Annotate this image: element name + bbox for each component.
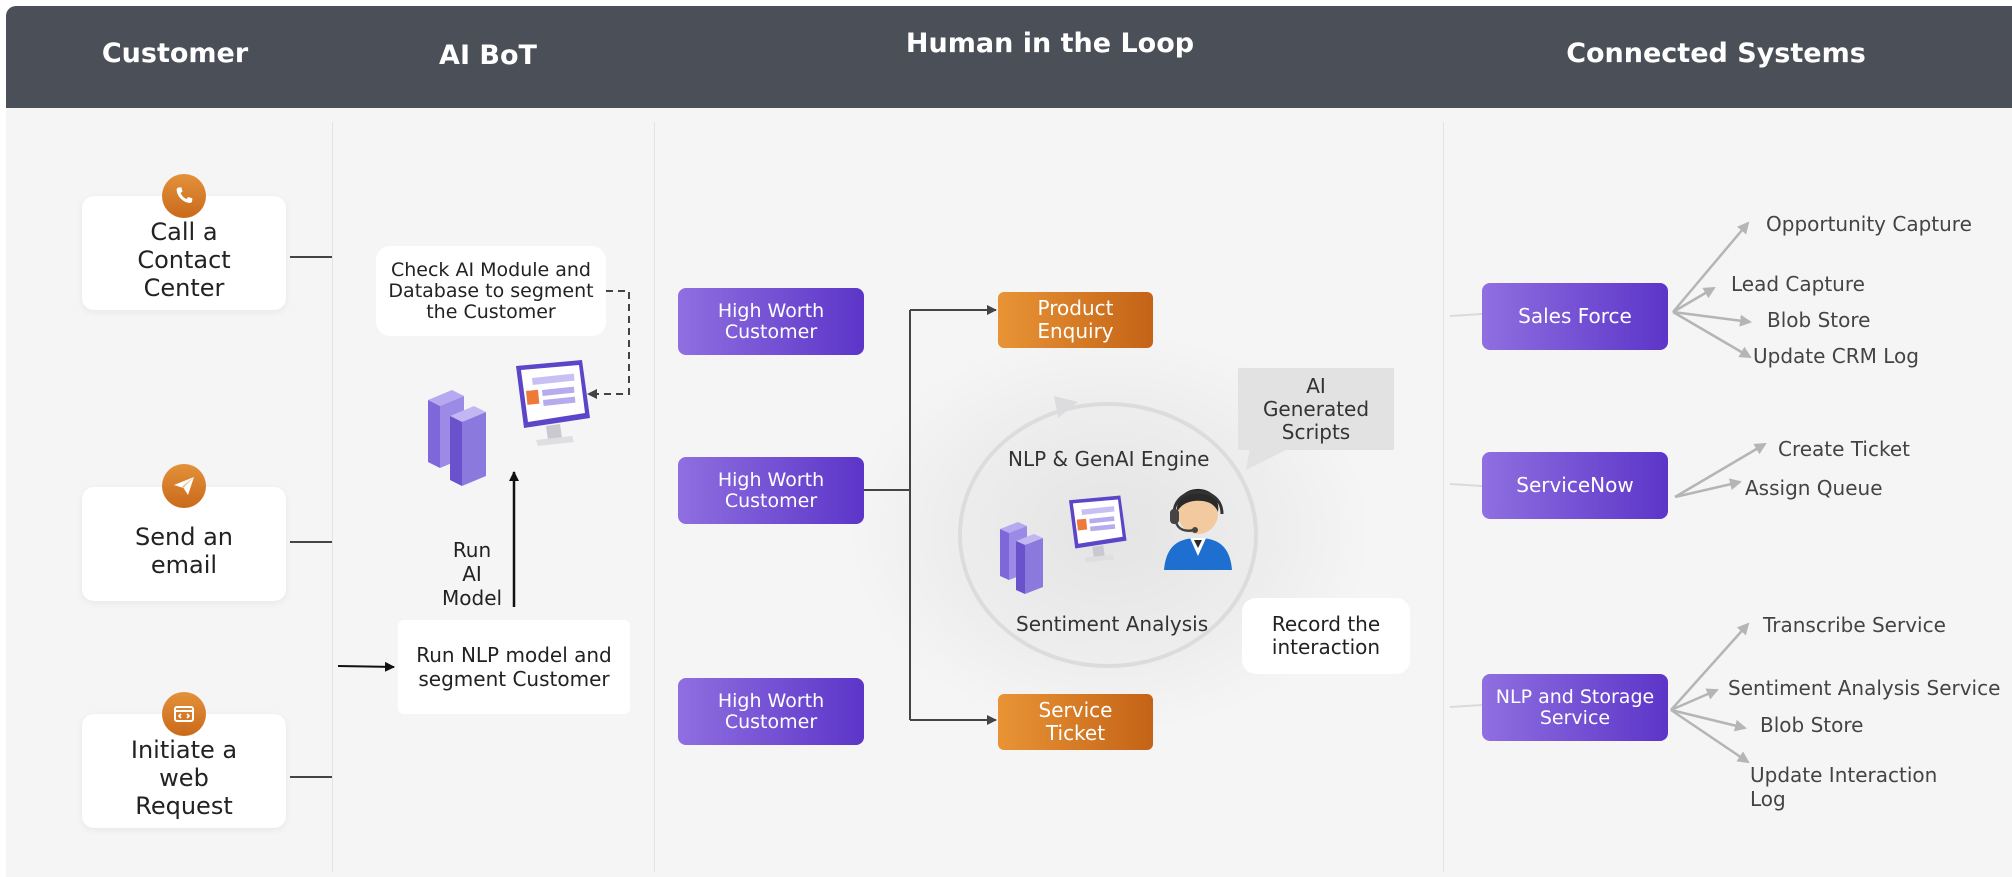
phone-icon xyxy=(162,174,206,218)
output-create-ticket: Create Ticket xyxy=(1778,437,1910,461)
ai-scripts-callout: AI Generated Scripts xyxy=(1238,368,1394,450)
segment-label: High Worth Customer xyxy=(717,468,825,512)
monitor-icon xyxy=(510,358,594,452)
output-transcribe-service: Transcribe Service xyxy=(1763,613,1946,637)
channel-web-label: Initiate a web Request xyxy=(130,736,238,820)
output-blob-store: Blob Store xyxy=(1760,713,1864,737)
system-salesforce[interactable]: Sales Force xyxy=(1482,283,1668,350)
run-nlp-box: Run NLP model and segment Customer xyxy=(398,620,630,714)
output-assign-queue: Assign Queue xyxy=(1745,476,1883,500)
check-ai-module-label: Check AI Module and Database to segment … xyxy=(388,258,594,323)
system-nlp-storage[interactable]: NLP and Storage Service xyxy=(1482,674,1668,741)
record-interaction-note: Record the interaction xyxy=(1242,598,1410,674)
column-divider xyxy=(1443,122,1444,872)
segment-high-worth-1[interactable]: High Worth Customer xyxy=(678,288,864,355)
column-divider xyxy=(332,122,333,872)
output-sentiment-analysis-service: Sentiment Analysis Service xyxy=(1728,676,2001,700)
agent-headset-icon xyxy=(1160,482,1236,576)
channel-call-label: Call a Contact Center xyxy=(137,218,231,302)
record-interaction-label: Record the interaction xyxy=(1271,612,1381,659)
segment-high-worth-2[interactable]: High Worth Customer xyxy=(678,457,864,524)
paper-plane-icon xyxy=(162,464,206,508)
column-divider xyxy=(654,122,655,872)
engine-ring xyxy=(958,402,1258,668)
ai-scripts-label: AI Generated Scripts xyxy=(1262,373,1370,444)
product-enquiry-box[interactable]: Product Enquiry xyxy=(998,292,1153,348)
engine-title: NLP & GenAI Engine xyxy=(1008,447,1210,471)
output-update-interaction-log: Update Interaction Log xyxy=(1750,763,1938,811)
column-title-human-in-loop: Human in the Loop xyxy=(905,28,1195,59)
salesforce-label: Sales Force xyxy=(1518,304,1632,328)
output-blob-store: Blob Store xyxy=(1767,308,1871,332)
web-code-icon xyxy=(162,692,206,736)
channel-email-label: Send an email xyxy=(135,523,233,579)
monitor-icon xyxy=(1064,494,1130,568)
server-icon xyxy=(994,520,1054,600)
column-title-ai-bot: AI BoT xyxy=(439,40,537,71)
header-bar xyxy=(6,6,2012,108)
nlp-storage-label: NLP and Storage Service xyxy=(1495,685,1655,729)
run-nlp-label: Run NLP model and segment Customer xyxy=(416,643,612,691)
system-servicenow[interactable]: ServiceNow xyxy=(1482,452,1668,519)
column-title-connected-systems: Connected Systems xyxy=(1566,38,1866,69)
output-update-crm-log: Update CRM Log xyxy=(1753,344,1919,368)
service-ticket-label: Service Ticket xyxy=(1038,698,1113,745)
column-title-customer: Customer xyxy=(101,38,249,69)
run-ai-model-label: Run AI Model xyxy=(442,538,503,610)
segment-high-worth-3[interactable]: High Worth Customer xyxy=(678,678,864,745)
product-enquiry-label: Product Enquiry xyxy=(1037,296,1114,343)
output-lead-capture: Lead Capture xyxy=(1731,272,1865,296)
service-ticket-box[interactable]: Service Ticket xyxy=(998,694,1153,750)
segment-label: High Worth Customer xyxy=(717,689,825,733)
servicenow-label: ServiceNow xyxy=(1516,473,1634,497)
check-ai-module-note: Check AI Module and Database to segment … xyxy=(376,246,606,336)
server-icon xyxy=(420,388,502,494)
output-opportunity-capture: Opportunity Capture xyxy=(1766,212,1972,236)
segment-label: High Worth Customer xyxy=(717,299,825,343)
sentiment-analysis-label: Sentiment Analysis xyxy=(1016,612,1209,636)
